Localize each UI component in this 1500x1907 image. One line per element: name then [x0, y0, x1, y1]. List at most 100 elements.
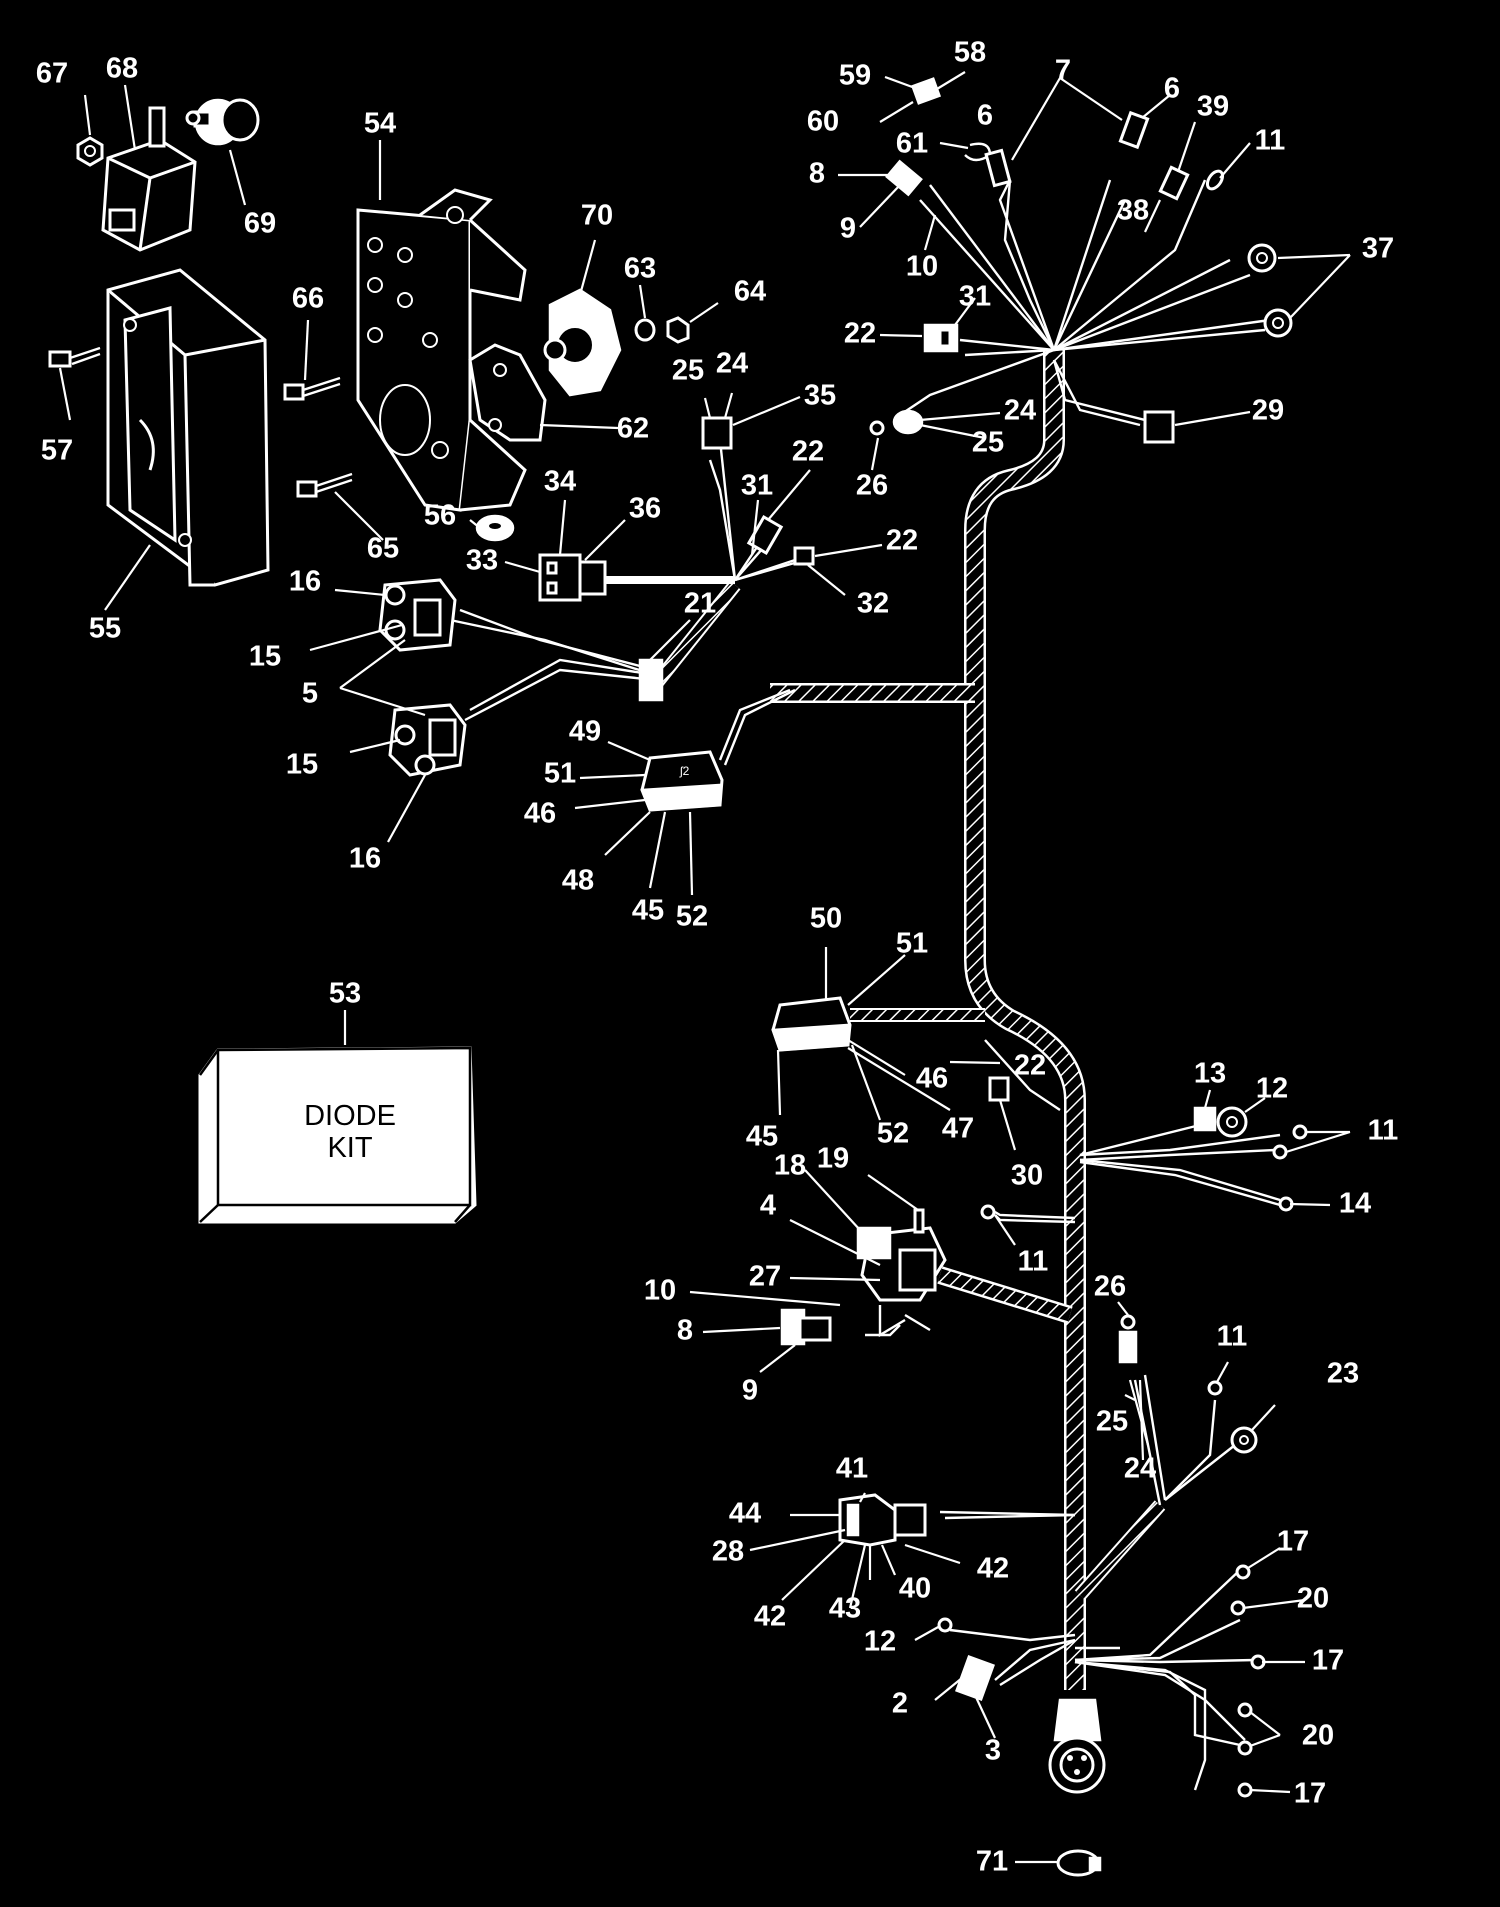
connector-33-34-36 — [538, 553, 607, 602]
terminal-11-bottom — [1207, 1380, 1223, 1396]
key-switch-70 — [543, 288, 622, 397]
callout-67: 67 — [36, 58, 68, 90]
callout-36: 36 — [629, 493, 661, 525]
callout-29: 29 — [1252, 395, 1284, 427]
ignition-switch-4 — [856, 1208, 947, 1302]
connector-25-24-top — [701, 416, 733, 450]
callout-2: 2 — [892, 1688, 908, 1720]
callout-18: 18 — [774, 1150, 806, 1182]
fuse-holder-8-top — [885, 159, 923, 197]
callout-9b: 9 — [742, 1375, 758, 1407]
top-wire-fan — [899, 179, 1271, 427]
nut-67 — [76, 136, 104, 167]
callout-45a: 45 — [632, 895, 664, 927]
callout-63: 63 — [624, 253, 656, 285]
callout-55: 55 — [89, 613, 121, 645]
callout-27: 27 — [749, 1261, 781, 1293]
connector-block-50 — [771, 996, 852, 1052]
callout-20b: 20 — [1302, 1720, 1334, 1752]
box-cover-55 — [106, 268, 270, 587]
connector-41-44 — [838, 1493, 927, 1547]
diode-kit-box: DIODE KIT — [198, 1046, 477, 1224]
callout-37: 37 — [1362, 233, 1394, 265]
ring-terminal-23 — [1230, 1426, 1258, 1454]
callout-12b: 12 — [864, 1626, 896, 1658]
callout-58: 58 — [954, 37, 986, 69]
callout-68: 68 — [106, 53, 138, 85]
connector-6-right — [1118, 110, 1150, 150]
callout-24c: 24 — [1124, 1453, 1156, 1485]
callout-17a: 17 — [1277, 1526, 1309, 1558]
callout-52a: 52 — [676, 901, 708, 933]
callout-25c: 25 — [1096, 1406, 1128, 1438]
callout-16b: 16 — [349, 843, 381, 875]
washer-63 — [634, 318, 656, 342]
callout-16a: 16 — [289, 566, 321, 598]
callout-69: 69 — [244, 208, 276, 240]
callout-labels: 67 68 69 54 70 63 64 66 57 62 65 56 55 5… — [36, 37, 1398, 1878]
main-harness-trunk — [605, 350, 1166, 1690]
callout-26b: 26 — [1094, 1271, 1126, 1303]
callout-10a: 10 — [906, 251, 938, 283]
terminal-11-top — [1205, 169, 1225, 191]
callout-15a: 15 — [249, 641, 281, 673]
callout-11d: 11 — [1217, 1321, 1248, 1353]
circuit-breaker-lower — [388, 703, 467, 777]
circuit-breaker-upper — [378, 578, 457, 652]
callout-38: 38 — [1117, 195, 1149, 227]
callout-9a: 9 — [840, 213, 856, 245]
callout-41: 41 — [836, 1453, 868, 1485]
callout-31b: 31 — [741, 470, 773, 502]
connector-13-ring-12 — [1193, 1106, 1248, 1138]
callout-56: 56 — [424, 500, 456, 532]
callout-8b: 8 — [677, 1315, 693, 1347]
callout-71: 71 — [976, 1846, 1008, 1878]
callout-8a: 8 — [809, 158, 825, 190]
solenoid-69 — [185, 98, 260, 146]
callout-34: 34 — [544, 466, 576, 498]
main-plug — [1048, 1698, 1106, 1794]
callout-52b: 52 — [877, 1118, 909, 1150]
callout-33: 33 — [466, 545, 498, 577]
bracket-54 — [356, 188, 527, 512]
callout-43: 43 — [829, 1593, 861, 1625]
connector-24-25-mid — [869, 409, 924, 436]
callout-25a: 25 — [672, 355, 704, 387]
relay-68 — [101, 106, 197, 252]
diode-kit-label-line1: DIODE — [304, 1100, 396, 1132]
callout-11a: 11 — [1255, 125, 1286, 157]
callout-42a: 42 — [754, 1601, 786, 1633]
callout-51b: 51 — [896, 928, 928, 960]
callout-5: 5 — [302, 678, 318, 710]
fuse-holder-8-bottom — [780, 1308, 832, 1346]
grommet-56 — [475, 514, 515, 542]
callout-51a: 51 — [544, 758, 576, 790]
screw-65 — [296, 472, 353, 498]
callout-49: 49 — [569, 716, 601, 748]
callout-31a: 31 — [959, 281, 991, 313]
callout-47: 47 — [942, 1113, 974, 1145]
callout-11b: 11 — [1368, 1115, 1399, 1147]
connector-block-49: ʃ2 — [640, 750, 724, 812]
callout-48: 48 — [562, 865, 594, 897]
callout-6b: 6 — [1164, 73, 1180, 105]
sleeve-21 — [638, 658, 664, 702]
leader-lines — [58, 71, 1351, 1864]
callout-64: 64 — [734, 276, 766, 308]
ring-terminal-37a — [1247, 243, 1277, 273]
callout-13: 13 — [1194, 1058, 1226, 1090]
clamp-71 — [1056, 1849, 1102, 1877]
callout-65: 65 — [367, 533, 399, 565]
callout-39: 39 — [1197, 91, 1229, 123]
callout-46b: 46 — [916, 1063, 948, 1095]
callout-45b: 45 — [746, 1121, 778, 1153]
terminals-17-20 — [1230, 1564, 1266, 1798]
connector-31-22-mid — [746, 514, 784, 556]
callout-7: 7 — [1055, 55, 1071, 87]
screw-57 — [48, 346, 101, 368]
diode-kit-label-line2: KIT — [327, 1132, 372, 1164]
callout-15b: 15 — [286, 749, 318, 781]
callout-23: 23 — [1327, 1358, 1359, 1390]
callout-42b: 42 — [977, 1553, 1009, 1585]
